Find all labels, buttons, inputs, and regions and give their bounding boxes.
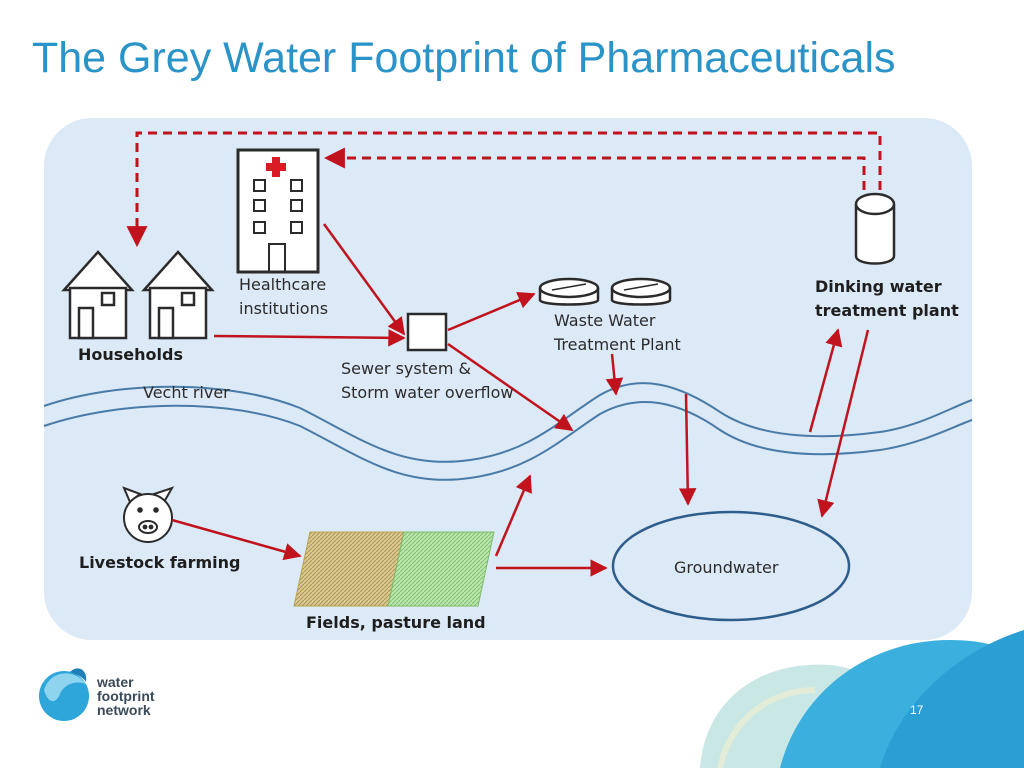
logo-line: network [97,702,151,718]
groundwater-ellipse [611,510,851,622]
tank-icon [610,277,672,306]
hospital-icon [236,148,320,274]
sewer-box-icon [406,312,448,352]
house-icon [141,250,215,340]
healthcare-label: Healthcare [239,275,326,294]
sewer-label: Storm water overflow [341,383,514,402]
decorative-swoosh [700,630,1024,768]
brand-logo-text: water footprint network [97,675,155,717]
river-label: Vecht river [143,383,230,402]
slide-number: 17 [910,703,924,717]
groundwater-label: Groundwater [674,558,779,577]
pig-icon [122,486,175,543]
logo-line: footprint [97,688,155,704]
healthcare-label: institutions [239,299,328,318]
households-label: Households [78,345,183,364]
dwtp-label: treatment plant [815,301,959,320]
wwtp-label: Waste Water [554,311,656,330]
fields-label: Fields, pasture land [306,613,486,632]
wwtp-label: Treatment Plant [553,335,681,354]
logo-line: water [97,674,134,690]
flow-arrows [171,223,870,577]
field-icon [293,531,495,607]
sewer-label: Sewer system & [341,359,471,378]
return-dashed-lines [126,131,882,248]
cylinder-icon [854,192,896,265]
water-drop-logo [39,668,89,721]
livestock-label: Livestock farming [79,553,240,572]
slide-title: The Grey Water Footprint of Pharmaceutic… [32,34,896,82]
house-icon [61,250,135,340]
dwtp-label: Dinking water [815,277,942,296]
tank-icon [538,277,600,306]
